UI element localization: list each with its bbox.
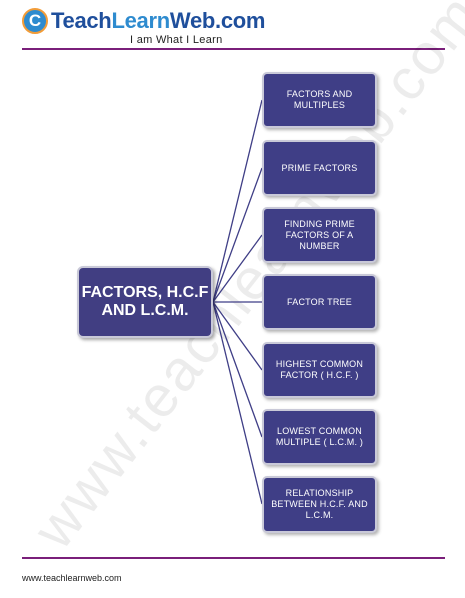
tagline: I am What I Learn (130, 34, 223, 46)
site-logo[interactable]: C TeachLearnWeb.com (22, 6, 265, 36)
connector-5 (212, 301, 263, 438)
topic-box-relationship: RELATIONSHIP BETWEEN H.C.F. AND L.C.M. (262, 476, 377, 533)
brand-part-learn: Learn (111, 8, 170, 33)
connector-6 (212, 301, 263, 505)
footer-divider (22, 557, 445, 559)
logo-icon: C (22, 8, 48, 34)
header-divider (22, 48, 445, 50)
connector-0 (212, 99, 263, 303)
topic-box-factor-tree: FACTOR TREE (262, 274, 377, 330)
topic-box-prime-factors: PRIME FACTORS (262, 140, 377, 196)
topic-box-hcf: HIGHEST COMMON FACTOR ( H.C.F. ) (262, 342, 377, 398)
footer-link[interactable]: www.teachlearnweb.com (22, 573, 122, 583)
topic-box-finding-prime-factors: FINDING PRIME FACTORS OF A NUMBER (262, 207, 377, 263)
topic-box-factors-and-multiples: FACTORS AND MULTIPLES (262, 72, 377, 128)
brand-part-teach: Teach (51, 8, 112, 33)
connector-1 (212, 167, 263, 303)
connector-4 (212, 301, 263, 371)
brand-part-web: Web.com (169, 8, 266, 33)
connector-2 (212, 234, 263, 303)
topic-box-lcm: LOWEST COMMON MULTIPLE ( L.C.M. ) (262, 409, 377, 465)
central-topic: FACTORS, H.C.F AND L.C.M. (77, 266, 213, 338)
brand-name: TeachLearnWeb.com (51, 10, 265, 32)
